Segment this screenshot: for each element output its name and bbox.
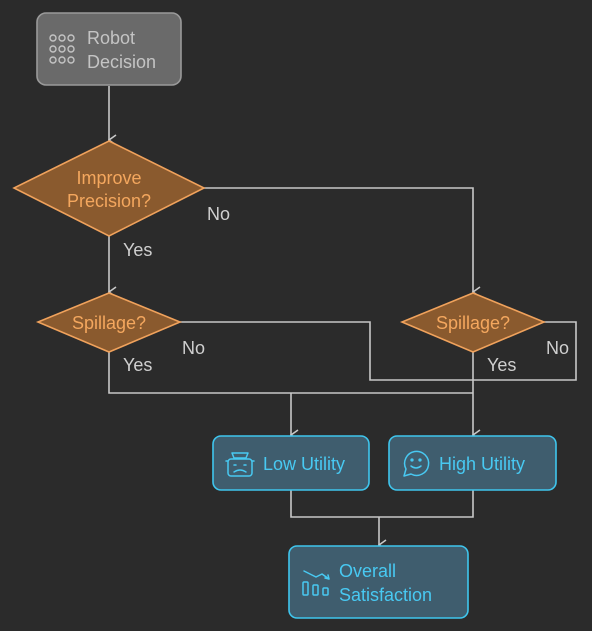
node-high-utility: High Utility bbox=[388, 435, 557, 491]
spillage-right-label: Spillage? bbox=[436, 313, 510, 333]
label-spill-right-no: No bbox=[546, 338, 569, 358]
node-overall-satisfaction: Overall Satisfaction bbox=[288, 545, 469, 619]
high-utility-label: High Utility bbox=[439, 454, 525, 474]
start-label-line2: Decision bbox=[87, 52, 156, 72]
low-utility-label: Low Utility bbox=[263, 454, 345, 474]
improve-label-line2: Precision? bbox=[67, 191, 151, 211]
spillage-left-label: Spillage? bbox=[72, 313, 146, 333]
overall-label-line1: Overall bbox=[339, 561, 396, 581]
connectors bbox=[108, 86, 577, 545]
start-box bbox=[36, 12, 182, 86]
frowning-robot-icon bbox=[225, 452, 255, 477]
overall-satisfaction-box bbox=[288, 545, 469, 619]
label-spill-left-yes: Yes bbox=[123, 355, 152, 375]
node-low-utility: Low Utility bbox=[212, 435, 370, 491]
node-improve-precision: Improve Precision? bbox=[12, 140, 206, 237]
node-spillage-left: Spillage? bbox=[35, 292, 183, 353]
improve-label-line1: Improve bbox=[76, 168, 141, 188]
grid-dots-icon bbox=[49, 34, 75, 64]
spillage-right-diamond bbox=[399, 292, 547, 353]
spillage-left-diamond bbox=[35, 292, 183, 353]
improve-diamond bbox=[12, 140, 206, 237]
declining-bars-icon bbox=[302, 570, 330, 596]
label-improve-no: No bbox=[207, 204, 230, 224]
node-spillage-right: Spillage? bbox=[399, 292, 547, 353]
edge-improve-no bbox=[204, 187, 473, 292]
node-robot-decision: Robot Decision bbox=[36, 12, 182, 86]
high-utility-box bbox=[388, 435, 557, 491]
low-utility-box bbox=[212, 435, 370, 491]
edge-low-to-overall bbox=[290, 490, 474, 518]
smiling-chat-icon bbox=[403, 450, 430, 477]
edge-spill-left-yes bbox=[108, 352, 473, 394]
label-spill-right-yes: Yes bbox=[487, 355, 516, 375]
overall-label-line2: Satisfaction bbox=[339, 585, 432, 605]
start-label-line1: Robot bbox=[87, 28, 135, 48]
label-improve-yes: Yes bbox=[123, 240, 152, 260]
label-spill-left-no: No bbox=[182, 338, 205, 358]
edge-labels: No Yes No Yes No Yes bbox=[123, 204, 569, 375]
